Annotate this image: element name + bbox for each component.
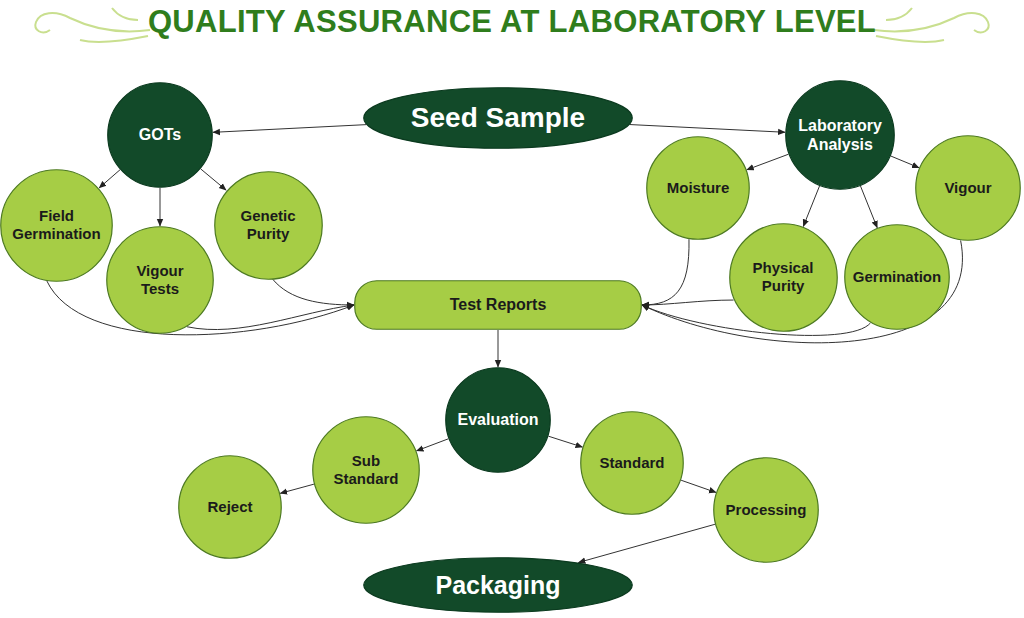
node-label: Field Germination [10,207,104,243]
flow-connector [860,186,877,228]
process-circle: Processing [713,457,819,563]
flow-connector [187,305,354,330]
evaluation-circle: Evaluation [445,367,551,473]
flow-connector [803,186,819,226]
flow-connector [548,436,582,447]
node-label: Genetic Purity [223,207,313,243]
end-ellipse: Packaging [363,557,633,613]
node-label: Standard [599,454,664,472]
node-label: Sub Standard [322,452,410,488]
node-label: Evaluation [458,410,539,429]
flow-connector [891,156,919,168]
flow-connector [630,125,785,133]
test-circle: Moisture [646,136,750,240]
node-label: Germination [853,268,941,286]
node-label: Laboratory Analysis [795,116,885,154]
node-label: Moisture [667,179,730,197]
node-label: Physical Purity [738,259,828,295]
node-label: Reject [207,498,252,516]
group-circle: Laboratory Analysis [785,80,895,190]
node-label: Vigour [944,179,991,197]
flow-connector [280,484,314,493]
flow-connector [201,169,226,190]
flow-connector [642,239,689,305]
test-circle: Vigour Tests [106,226,214,334]
test-circle: Field Germination [0,169,113,282]
node-label: Vigour Tests [116,262,204,298]
test-circle: Germination [844,224,950,330]
result-circle: Reject [178,455,282,559]
node-label: Processing [726,501,807,519]
result-circle: Standard [580,411,684,515]
flow-connector [99,170,120,188]
group-circle: GOTs [107,82,213,188]
report-box: Test Reports [354,280,642,330]
node-label: Test Reports [450,295,547,314]
node-label: Packaging [435,570,560,600]
flow-connector [681,480,716,492]
flow-connector [747,154,789,170]
flow-connector [160,188,161,226]
flow-connector [642,300,734,305]
diagram-title: QUALITY ASSURANCE AT LABORATORY LEVEL [0,4,1024,40]
test-circle: Physical Purity [729,223,838,332]
result-circle: Sub Standard [312,416,420,524]
node-label: GOTs [139,125,181,144]
flow-connector [578,524,715,562]
node-label: Seed Sample [411,101,585,135]
test-circle: Vigour [915,135,1021,241]
node-outline [785,80,895,190]
flow-connector [273,279,354,305]
flow-connector [213,125,366,133]
test-circle: Genetic Purity [214,171,323,280]
flow-connector [416,439,448,451]
start-ellipse: Seed Sample [363,87,633,149]
flow-connector [498,330,499,367]
